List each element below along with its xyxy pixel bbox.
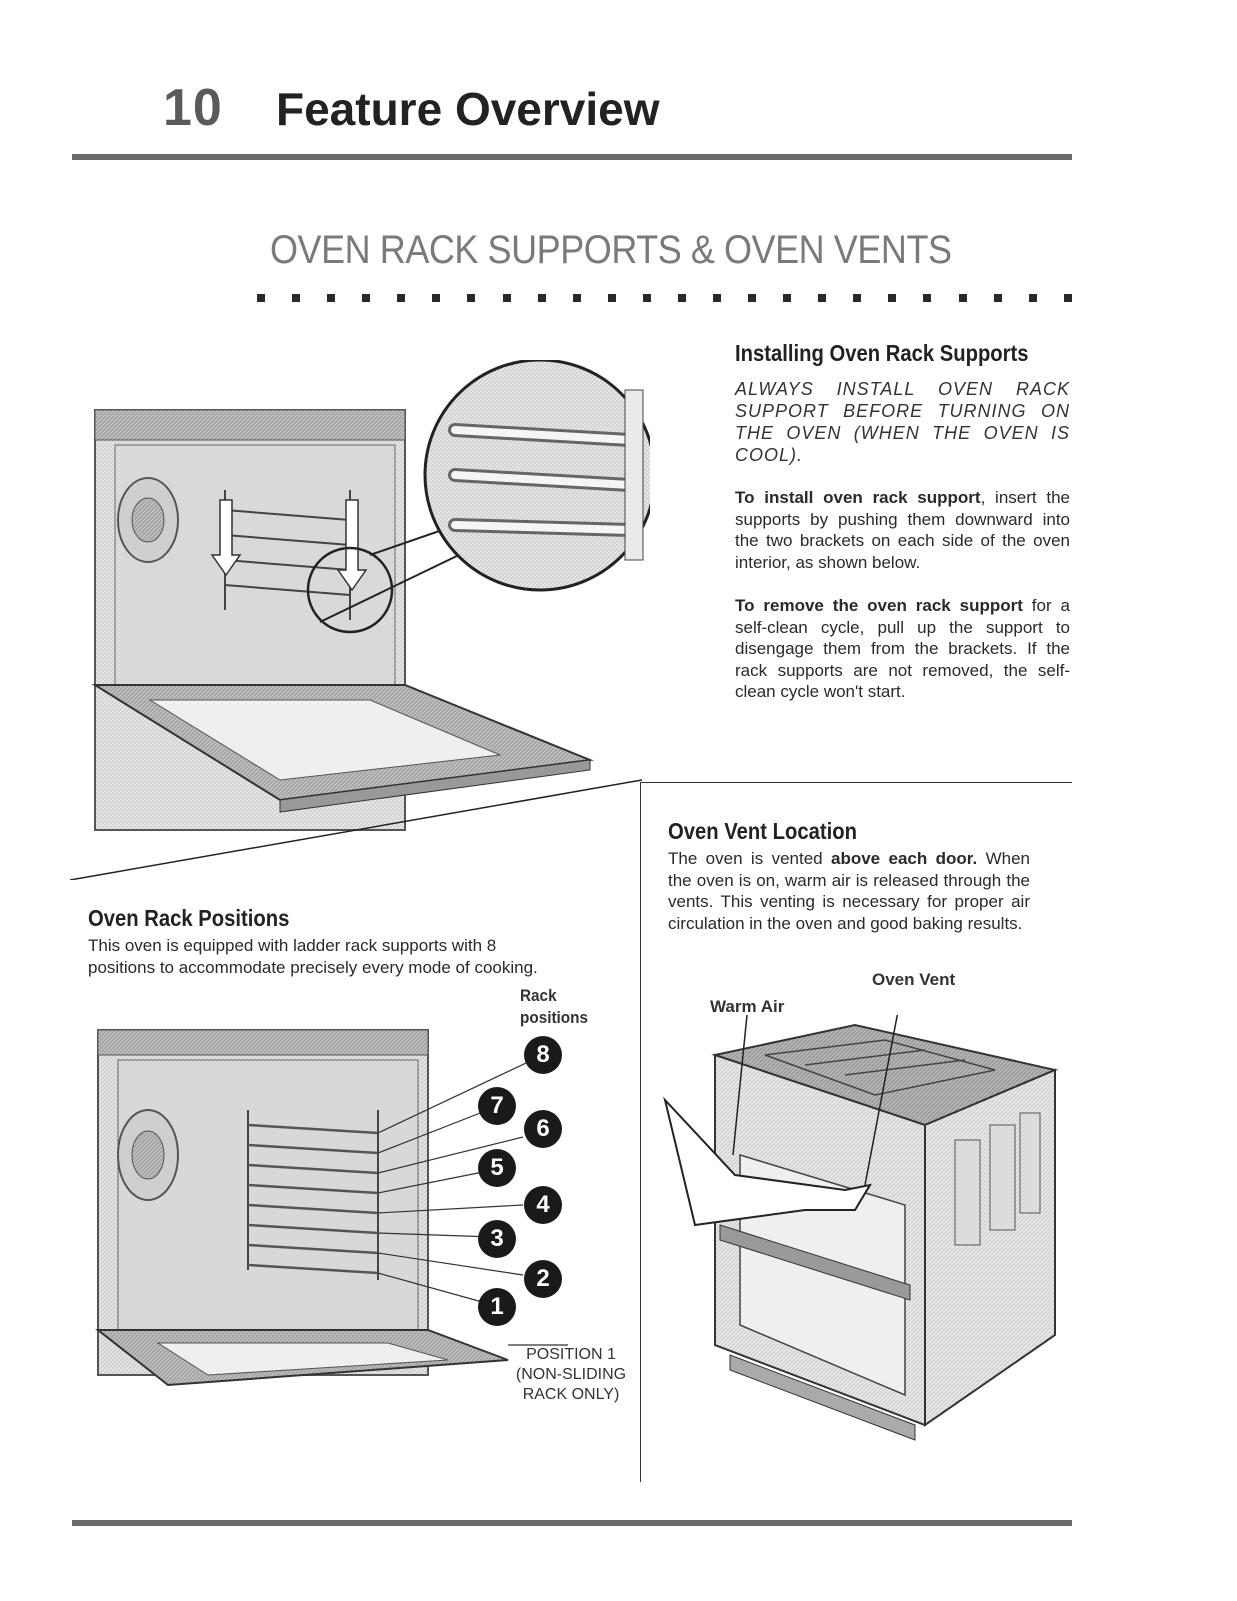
vent-heading: Oven Vent Location — [668, 818, 857, 844]
section-title: OVEN RACK SUPPORTS & OVEN VENTS — [270, 228, 952, 272]
vent-paragraph: The oven is vented above each door. When… — [668, 849, 1030, 933]
remove-lead: To remove the oven rack support — [735, 596, 1023, 615]
chapter-title: Feature Overview — [276, 83, 660, 135]
installing-heading: Installing Oven Rack Supports — [735, 340, 1029, 366]
remove-paragraph: To remove the oven rack support for a se… — [735, 595, 1070, 703]
rack-positions-label: Rack positions — [520, 986, 589, 1027]
rack-badge-3: 3 — [478, 1220, 516, 1258]
section-divider-horizontal — [640, 782, 1072, 783]
rack-positions-text: This oven is equipped with ladder rack s… — [88, 936, 538, 977]
rack-badge-5: 5 — [478, 1149, 516, 1187]
rack-badge-4: 4 — [524, 1186, 562, 1224]
rack-badge-6: 6 — [524, 1110, 562, 1148]
rack-badge-2: 2 — [524, 1260, 562, 1298]
remove-text: for a self-clean cycle, pull up the supp… — [735, 596, 1070, 701]
rack-badge-8: 8 — [524, 1036, 562, 1074]
section-divider-vertical — [640, 782, 641, 1482]
warm-air-label: Warm Air — [710, 997, 785, 1016]
chapter-number: 10 — [163, 79, 223, 137]
rack-positions-heading: Oven Rack Positions — [88, 905, 290, 931]
oven-vent-illustration — [663, 1015, 1059, 1441]
install-paragraph: To install oven rack support, insert the… — [735, 487, 1070, 573]
install-lead: To install oven rack support — [735, 488, 981, 507]
bottom-rule — [72, 1520, 1072, 1526]
rack-badge-7: 7 — [478, 1087, 516, 1125]
dot-divider — [257, 294, 1072, 304]
position-1-caption: POSITION 1 (NON-SLIDING RACK ONLY) — [515, 1346, 627, 1403]
top-rule — [72, 154, 1072, 160]
oven-vent-label: Oven Vent — [872, 970, 956, 989]
rack-positions-illustration — [95, 1029, 568, 1387]
rack-badge-1: 1 — [478, 1288, 516, 1326]
oven-rack-support-illustration — [70, 360, 650, 880]
install-text: , insert the supports by pushing them do… — [735, 488, 1071, 572]
installing-warning: ALWAYS INSTALL OVEN RACK SUPPORT BEFORE … — [735, 379, 1070, 465]
